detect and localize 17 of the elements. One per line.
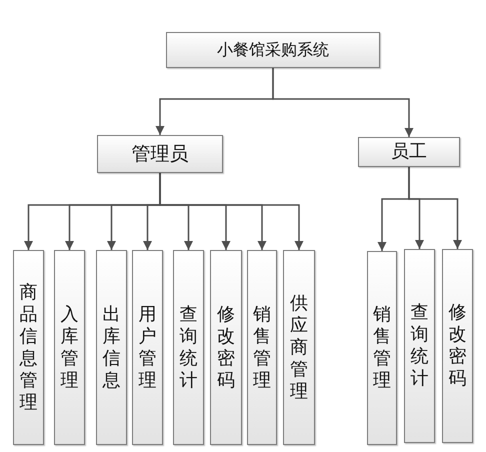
module-box: 修改密码 — [442, 249, 473, 443]
arrow — [408, 167, 462, 249]
module-box: 销售管理 — [247, 250, 277, 445]
arrow — [159, 173, 304, 250]
module-box: 入库管理 — [54, 250, 85, 445]
module-box: 销售管理 — [367, 251, 397, 445]
module-box: 修改密码 — [210, 250, 242, 445]
role-box: 管理员 — [97, 135, 223, 173]
module-box: 查询统计 — [173, 250, 204, 445]
role-box: 员工 — [358, 137, 460, 167]
module-box: 查询统计 — [404, 249, 435, 443]
module-box: 出库信息 — [96, 250, 127, 445]
module-box: 供应商管理 — [283, 250, 315, 445]
module-box: 商品信息管理 — [13, 250, 44, 445]
root-box: 小餐馆采购系统 — [166, 32, 380, 68]
module-box: 用户管理 — [132, 250, 163, 445]
arrow — [272, 68, 414, 137]
